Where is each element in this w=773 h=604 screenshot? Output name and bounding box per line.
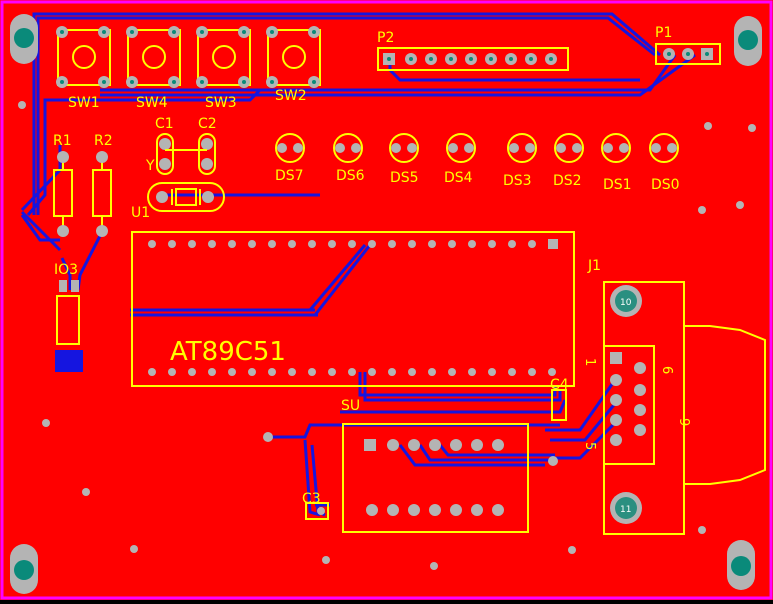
- led-ds1: [601, 133, 631, 163]
- label-ds4: DS4: [444, 170, 473, 186]
- label-pin9: 9: [676, 418, 691, 426]
- mounting-hole-br-drill: [731, 556, 751, 576]
- capacitor-c1: [156, 133, 174, 175]
- capacitor-c3: [305, 502, 329, 520]
- led-ds6: [333, 133, 363, 163]
- mounting-hole-tl-drill: [14, 28, 34, 48]
- label-y: Y: [145, 158, 155, 174]
- switch-sw2: [267, 29, 321, 86]
- leds: [275, 133, 679, 163]
- switches: [56, 26, 321, 88]
- label-sw2: SW2: [275, 88, 307, 104]
- label-r1: R1: [53, 133, 72, 149]
- label-ds1: DS1: [603, 177, 632, 193]
- label-sw4: SW4: [136, 95, 168, 111]
- label-ds7: DS7: [275, 168, 304, 184]
- label-c3: C3: [302, 491, 321, 507]
- label-ds0: DS0: [651, 177, 680, 193]
- label-sw3: SW3: [205, 95, 237, 111]
- mounting-hole-bl-drill: [14, 560, 34, 580]
- label-pin5: 5: [582, 442, 597, 450]
- chip-su: [342, 423, 529, 533]
- mounting-hole-tr-drill: [738, 30, 758, 50]
- resistor-r2: [92, 151, 112, 237]
- traces: [20, 12, 696, 517]
- led-ds0: [649, 133, 679, 163]
- switch-sw4: [127, 29, 181, 86]
- label-c4: C4: [550, 377, 569, 393]
- switch-sw1: [57, 29, 111, 86]
- capacitor-c4: [551, 389, 567, 421]
- label-r2: R2: [94, 133, 113, 149]
- led-ds5: [389, 133, 419, 163]
- mcu-at89c51: [131, 231, 575, 387]
- io3-component: [55, 280, 83, 372]
- mounting-holes: [10, 14, 762, 594]
- label-u1: U1: [131, 205, 150, 221]
- crystal-y: [147, 182, 225, 212]
- label-p1: P1: [655, 25, 672, 41]
- switch-sw3: [197, 29, 251, 86]
- led-ds2: [554, 133, 584, 163]
- header-p2: [377, 47, 569, 71]
- label-pin6: 6: [659, 366, 674, 374]
- capacitor-c2: [198, 133, 216, 175]
- label-mount10: 10: [620, 298, 632, 308]
- led-ds3: [507, 133, 537, 163]
- label-ds3: DS3: [503, 173, 532, 189]
- label-c2: C2: [198, 116, 217, 132]
- label-su: SU: [341, 398, 360, 414]
- label-sw1: SW1: [68, 95, 100, 111]
- label-p2: P2: [377, 30, 394, 46]
- label-ds6: DS6: [336, 168, 365, 184]
- label-chip: AT89C51: [170, 337, 286, 367]
- label-mount11: 11: [620, 505, 631, 515]
- vias: [18, 101, 756, 570]
- label-ds5: DS5: [390, 170, 419, 186]
- led-ds4: [446, 133, 476, 163]
- connector-j1: [603, 281, 766, 535]
- label-pin1: 1: [582, 358, 597, 366]
- label-c1: C1: [155, 116, 174, 132]
- resistor-r1: [53, 151, 73, 237]
- label-ds2: DS2: [553, 173, 582, 189]
- label-j1: J1: [587, 258, 601, 274]
- label-io3: IO3: [54, 262, 78, 278]
- header-p1: [655, 43, 721, 65]
- led-ds7: [275, 133, 305, 163]
